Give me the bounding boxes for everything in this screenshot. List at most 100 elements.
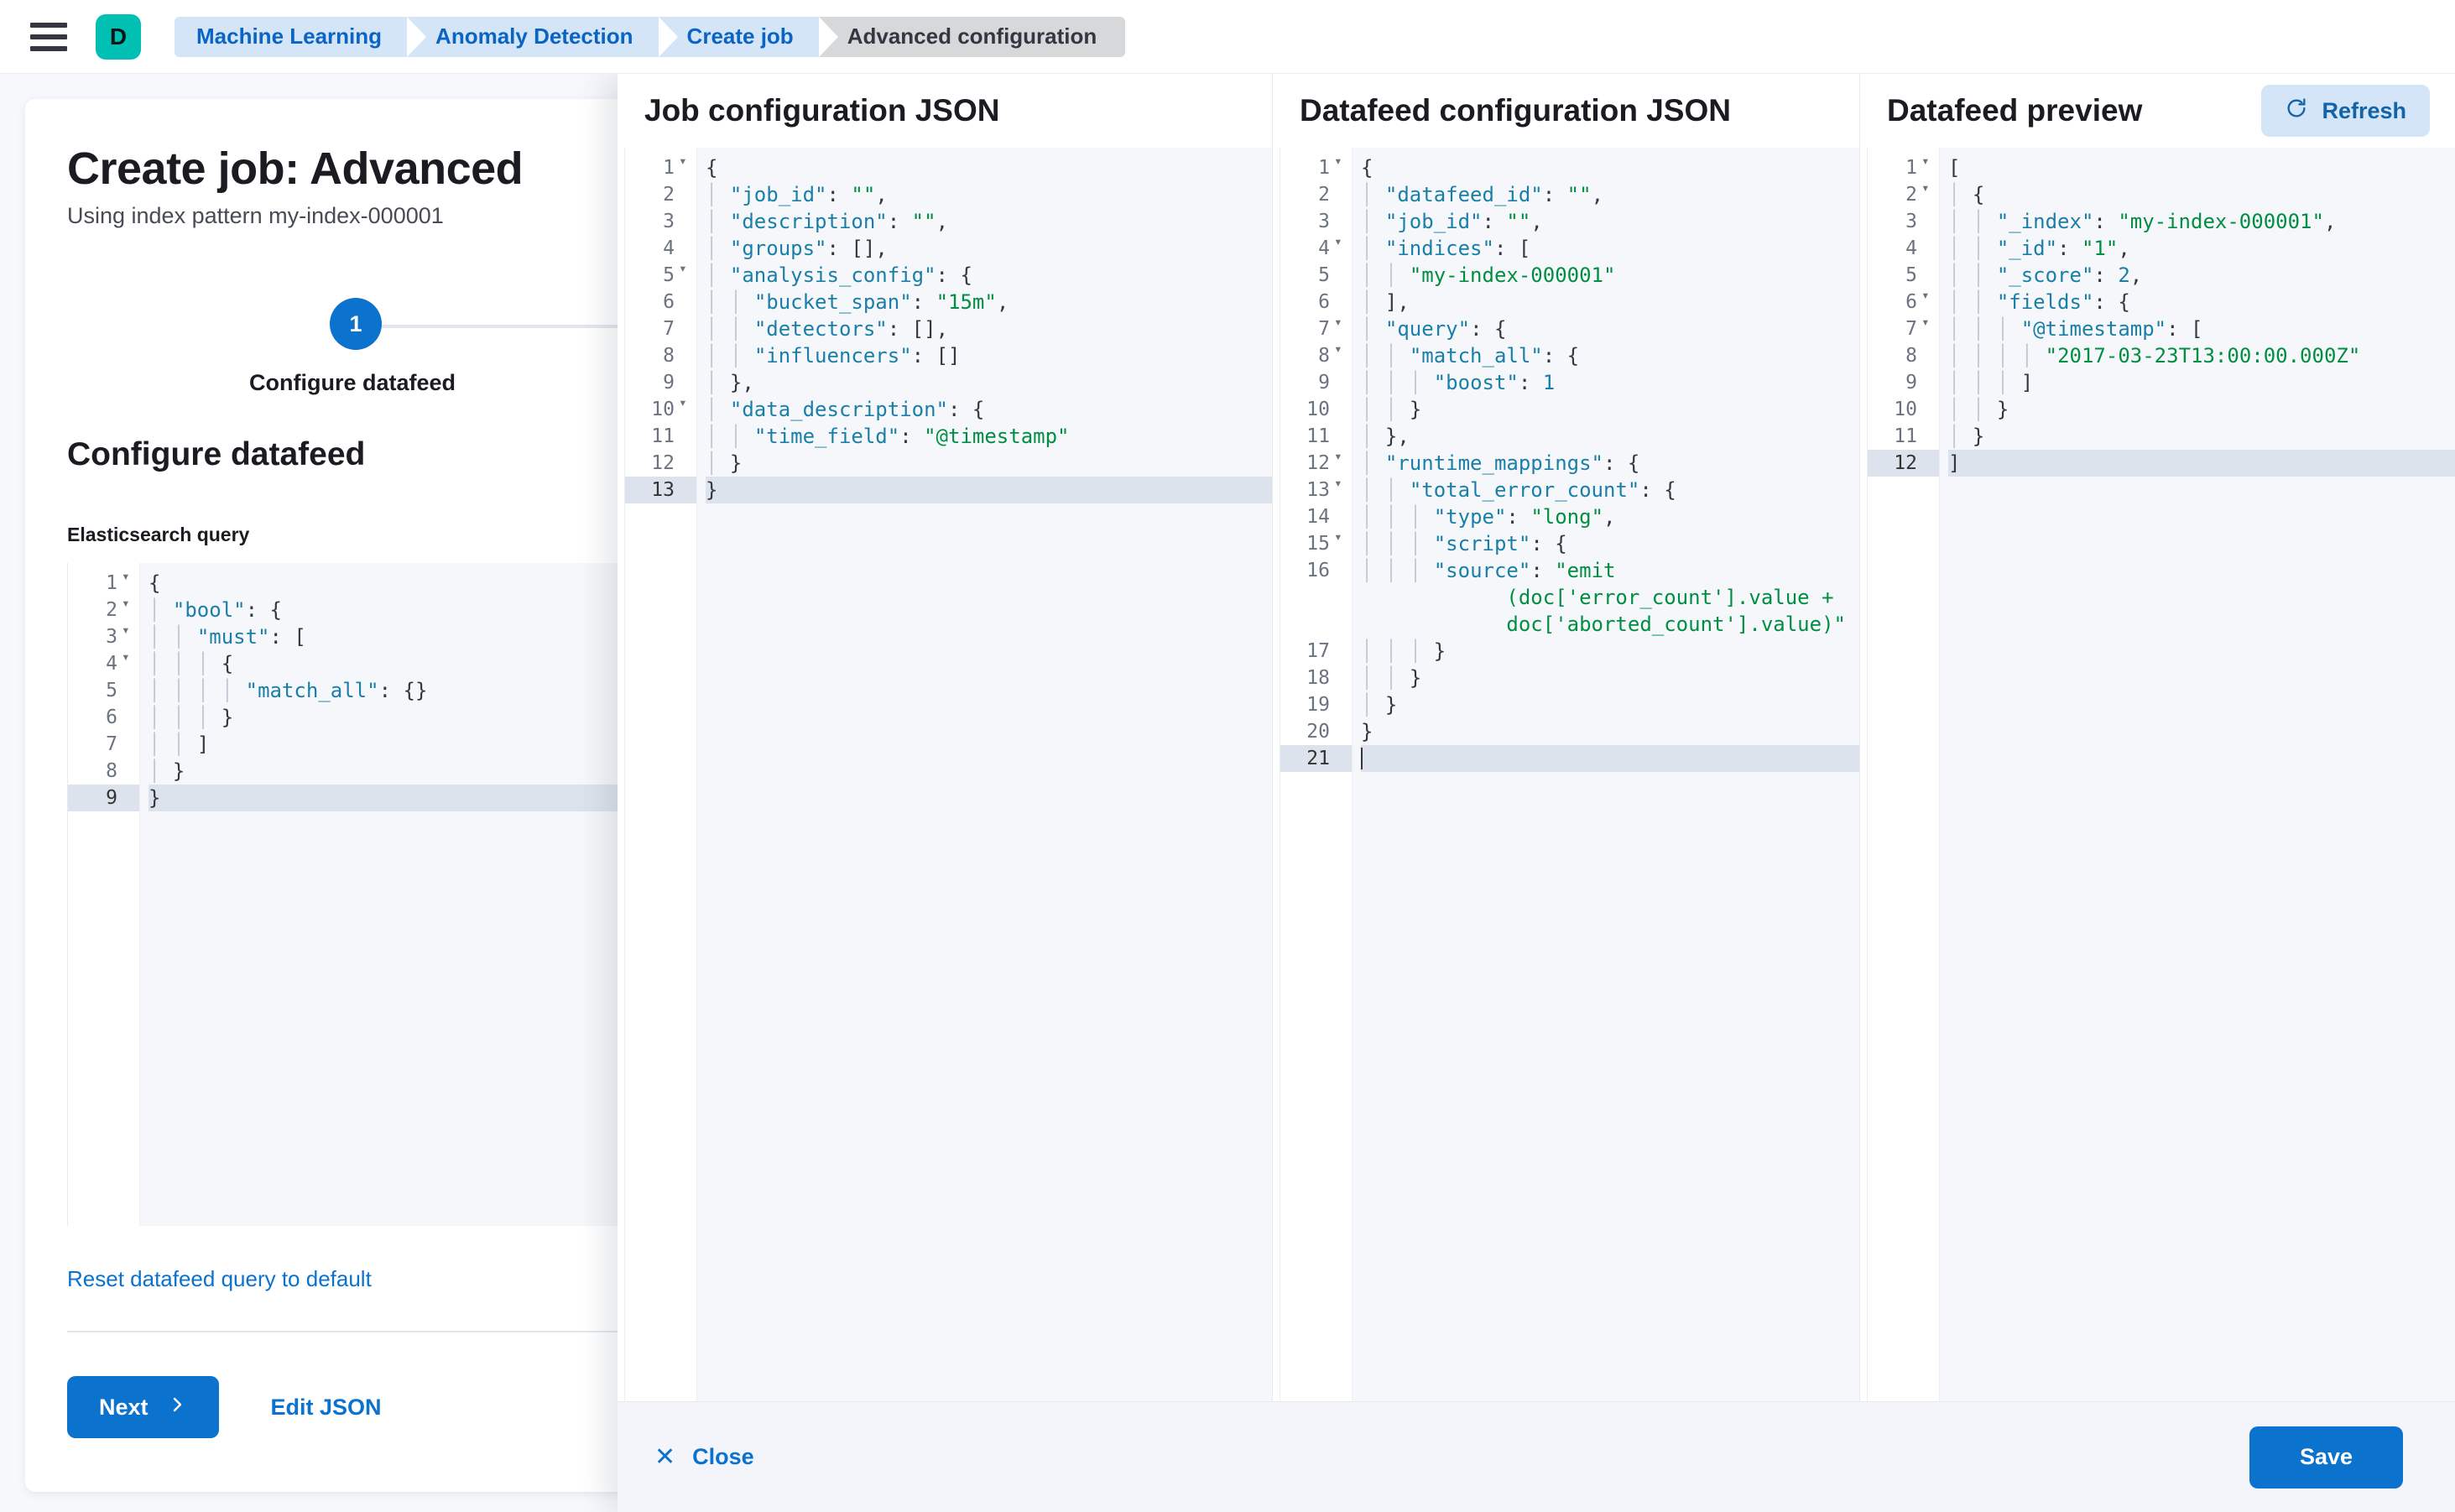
flyout-panels: Job configuration JSON1▾2▾3▾4▾5▾6▾7▾8▾9▾… <box>618 74 2455 1401</box>
step-indicator-1[interactable]: 1 <box>330 298 382 350</box>
line-number: 8▾ <box>1318 341 1342 368</box>
line-number: 8▾ <box>106 760 117 782</box>
next-button[interactable]: Next <box>67 1376 219 1438</box>
next-button-label: Next <box>99 1394 149 1420</box>
code-line: │ ], <box>1361 290 1410 314</box>
section-heading: Configure datafeed <box>67 436 366 472</box>
line-number: 3▾ <box>106 622 130 649</box>
line-number: 12▾ <box>1868 450 1939 477</box>
code-line: │ "runtime_mappings": { <box>1361 451 1640 475</box>
line-number: 10▾ <box>1306 399 1330 420</box>
code-line: │ "datafeed_id": "", <box>1361 183 1604 206</box>
line-number: 3▾ <box>663 211 675 232</box>
line-number: 9▾ <box>1318 372 1330 394</box>
refresh-button[interactable]: Refresh <box>2261 85 2430 137</box>
line-number: 9▾ <box>663 372 675 394</box>
panel-header: Datafeed configuration JSON <box>1273 74 1859 148</box>
line-number: 21▾ <box>1280 745 1352 772</box>
line-number: 16▾ <box>1306 560 1330 581</box>
code-line: │ │ "fields": { <box>1948 290 2130 314</box>
code-line <box>1361 745 1859 772</box>
line-number: 8▾ <box>1905 345 1917 367</box>
code-line: │ │ "bucket_span": "15m", <box>706 290 1009 314</box>
line-number: 7▾ <box>1905 314 1930 341</box>
step-label-configure-datafeed: Configure datafeed <box>248 370 456 395</box>
line-number: 10▾ <box>1894 399 1917 420</box>
close-button-label: Close <box>692 1444 754 1469</box>
line-number: 11▾ <box>651 425 675 447</box>
breadcrumb-item-anomaly-detection[interactable]: Anomaly Detection <box>407 16 678 57</box>
code-line: │ │ "total_error_count": { <box>1361 478 1676 502</box>
app-logo-avatar[interactable]: D <box>96 13 141 60</box>
editor-code-area[interactable]: [│ {│ │ "_index": "my-index-000001",│ │ … <box>1940 148 2455 1401</box>
breadcrumb: Machine Learning Anomaly Detection Creat… <box>175 16 1126 57</box>
flyout-footer: ✕ Close Save <box>618 1401 2455 1512</box>
breadcrumb-item-create-job[interactable]: Create job <box>658 16 838 57</box>
code-line: │ │ "_index": "my-index-000001", <box>1948 210 2337 233</box>
breadcrumb-item-machine-learning[interactable]: Machine Learning <box>175 16 427 57</box>
code-line: │ │ "_score": 2, <box>1948 263 2143 287</box>
code-line: │ │ │ } <box>1361 639 1446 663</box>
code-line: { <box>149 571 161 595</box>
code-line: │ │ "influencers": [] <box>706 344 961 368</box>
code-line: │ "job_id": "", <box>1361 210 1543 233</box>
edit-json-button[interactable]: Edit JSON <box>270 1394 382 1420</box>
job-configuration-json-editor[interactable]: 1▾2▾3▾4▾5▾6▾7▾8▾9▾10▾11▾12▾13▾{│ "job_id… <box>624 148 1272 1401</box>
code-line: │ } <box>1361 693 1398 717</box>
line-number: 11▾ <box>1306 425 1330 447</box>
code-line: │ │ │ │ "match_all": {} <box>149 679 428 702</box>
datafeed-preview-editor[interactable]: 1▾2▾3▾4▾5▾6▾7▾8▾9▾10▾11▾12▾[│ {│ │ "_ind… <box>1867 148 2455 1401</box>
editor-gutter: 1▾2▾3▾4▾5▾6▾7▾8▾9▾ <box>68 563 140 1226</box>
code-line: │ │ ] <box>149 733 210 756</box>
code-line: │ │ │ "boost": 1 <box>1361 371 1556 394</box>
top-navigation-bar: D Machine Learning Anomaly Detection Cre… <box>0 0 2455 74</box>
line-number: 1▾ <box>1318 153 1342 180</box>
code-line: │ { <box>1948 183 1985 206</box>
editor-gutter: 1▾2▾3▾4▾5▾6▾7▾8▾9▾10▾11▾12▾13▾14▾15▾16▾1… <box>1280 148 1353 1401</box>
line-number: 9▾ <box>68 785 139 811</box>
code-line: } <box>706 477 1272 503</box>
line-number: 4▾ <box>106 649 130 675</box>
code-line: │ │ } <box>1361 398 1422 421</box>
code-line: │ "data_description": { <box>706 398 985 421</box>
breadcrumb-item-advanced-configuration: Advanced configuration <box>818 16 1126 57</box>
code-line: │ │ } <box>1948 398 2009 421</box>
datafeed-configuration-json-editor[interactable]: 1▾2▾3▾4▾5▾6▾7▾8▾9▾10▾11▾12▾13▾14▾15▾16▾1… <box>1280 148 1859 1401</box>
line-number: 2▾ <box>106 595 130 622</box>
code-line: │ │ "match_all": { <box>1361 344 1580 368</box>
line-number: 5▾ <box>1905 264 1917 286</box>
code-line: │ │ │ { <box>149 652 234 675</box>
panel-job-configuration-json: Job configuration JSON1▾2▾3▾4▾5▾6▾7▾8▾9▾… <box>618 74 1272 1401</box>
line-number: 5▾ <box>106 680 117 701</box>
code-line: ] <box>1948 450 2455 477</box>
code-line: │ │ │ │ "2017-03-23T13:00:00.000Z" <box>1948 344 2361 368</box>
line-number: 6▾ <box>106 706 117 728</box>
line-number: 5▾ <box>663 260 687 287</box>
code-line: │ "query": { <box>1361 317 1507 341</box>
editor-code-area[interactable]: {│ "job_id": "",│ "description": "",│ "g… <box>697 148 1272 1401</box>
code-line: │ "analysis_config": { <box>706 263 972 287</box>
line-number: 11▾ <box>1894 425 1917 447</box>
hamburger-icon[interactable] <box>30 22 67 51</box>
line-number: 5▾ <box>1318 264 1330 286</box>
reset-datafeed-query-link[interactable]: Reset datafeed query to default <box>67 1266 372 1291</box>
line-number: 19▾ <box>1306 694 1330 716</box>
chevron-right-icon <box>167 1395 187 1421</box>
code-line: │ } <box>706 451 743 475</box>
save-button[interactable]: Save <box>2249 1426 2403 1489</box>
line-number: 7▾ <box>106 733 117 755</box>
elasticsearch-query-label: Elasticsearch query <box>67 524 250 545</box>
page-subtitle: Using index pattern my-index-000001 <box>67 203 444 228</box>
code-line: │ │ "must": [ <box>149 625 306 649</box>
line-number: 8▾ <box>663 345 675 367</box>
line-number: 18▾ <box>1306 667 1330 689</box>
close-button[interactable]: ✕ Close <box>654 1444 754 1470</box>
code-line: │ │ │ ] <box>1948 371 2034 394</box>
page-title: Create job: Advanced <box>67 143 524 194</box>
divider <box>67 1331 1166 1332</box>
editor-code-area[interactable]: {│ "datafeed_id": "",│ "job_id": "",│ "i… <box>1353 148 1859 1401</box>
line-number: 6▾ <box>663 291 675 313</box>
panel-header: Job configuration JSON <box>618 74 1272 148</box>
refresh-icon <box>2285 96 2308 126</box>
line-number: 12▾ <box>1306 448 1342 475</box>
